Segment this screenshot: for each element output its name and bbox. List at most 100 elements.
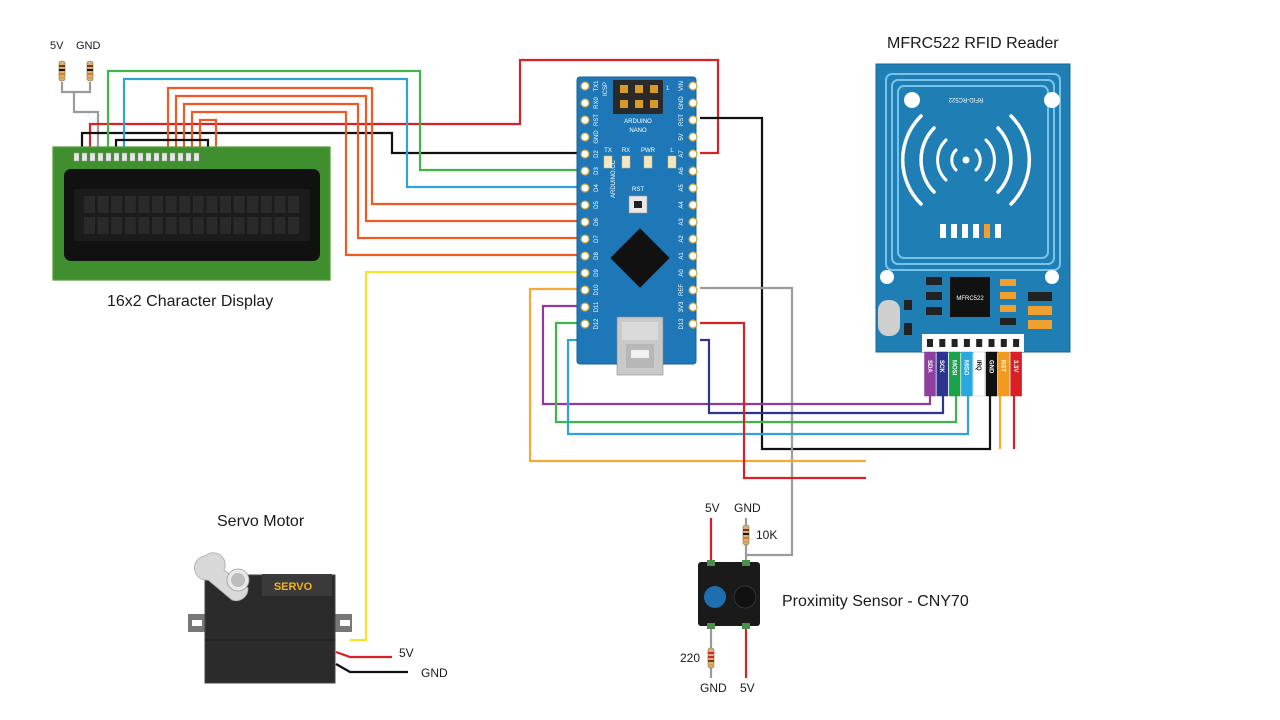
- lcd-pin: [97, 152, 104, 162]
- pin-d9: [580, 268, 590, 278]
- sensor-top-gnd-label: GND: [734, 501, 761, 515]
- icsp-pins: [620, 85, 658, 108]
- pin-d2: [580, 149, 590, 159]
- lcd-pin: [89, 152, 96, 162]
- lcd-cell: [124, 196, 136, 213]
- lcd-pin: [153, 152, 160, 162]
- mount-hole-bl: [880, 270, 894, 284]
- icsp-pin: [620, 85, 628, 93]
- pin-label: D8: [594, 252, 600, 260]
- rfid-pin-tab: [948, 351, 961, 397]
- lcd-cell: [179, 196, 191, 213]
- led: [603, 155, 613, 169]
- rfid-pin-tab: [924, 351, 936, 397]
- sensor-top-5v-label: 5V: [705, 501, 720, 515]
- led-label: L: [670, 148, 674, 154]
- pin-a2: [688, 234, 698, 244]
- icsp-pin: [650, 100, 658, 108]
- lcd-pin: [105, 152, 112, 162]
- lcd-cell: [192, 196, 204, 213]
- mount-hole-tl: [904, 92, 920, 108]
- mount-hole-tr: [1044, 92, 1060, 108]
- lcd-pin: [137, 152, 144, 162]
- pin-label: D13: [679, 318, 685, 330]
- lcd-cell: [97, 217, 109, 234]
- pin-rst: [580, 115, 590, 125]
- lcd-title: 16x2 Character Display: [107, 293, 273, 310]
- arduino-brand: ARDUINO.CC: [611, 159, 617, 198]
- rfid-pin-label: GND: [987, 360, 993, 374]
- pin-d4: [580, 183, 590, 193]
- pin-label: A4: [679, 201, 685, 209]
- pin-a4: [688, 200, 698, 210]
- wire-arduino-gnd: [700, 116, 992, 451]
- lcd-cell: [152, 196, 163, 213]
- pin-d12: [580, 319, 590, 329]
- resistor-sensor-10k: [742, 524, 750, 546]
- lcd-cell: [274, 196, 286, 213]
- rfid-pin-label: SCK: [938, 360, 944, 373]
- resistor-lcd-5v: [58, 60, 66, 82]
- pin-d7: [580, 234, 590, 244]
- pin-label: A2: [679, 235, 685, 243]
- lcd-cell: [111, 196, 123, 213]
- rfid-hole: [1000, 339, 1007, 347]
- lcd-pin: [169, 152, 176, 162]
- pin-label: 3V3: [679, 301, 685, 312]
- lcd-cell: [84, 217, 95, 234]
- wire-d4: [166, 86, 585, 206]
- rfid-hole: [976, 339, 983, 347]
- pin-gnd: [688, 98, 698, 108]
- pin-d6: [580, 217, 590, 227]
- rfid-pin-tab: [973, 351, 985, 397]
- microcontroller-chip: [610, 228, 670, 288]
- lcd-cell: [247, 196, 259, 213]
- lcd-cell: [220, 217, 231, 234]
- lcd-cell: [233, 217, 245, 234]
- sensor-detector: [733, 585, 757, 609]
- pin-label: RX0: [594, 97, 600, 109]
- rfid-pin-label: SDA: [926, 360, 932, 373]
- wire-3v3: [700, 321, 866, 480]
- pin-rx0: [580, 98, 590, 108]
- wire-lcd-contrast-2: [74, 82, 92, 94]
- rfid-hole: [927, 339, 933, 347]
- cny70-sensor: [698, 560, 760, 629]
- rfid-pin-label: MOSI: [950, 360, 956, 376]
- servo-motor: [188, 552, 352, 684]
- wire-servo-signal: [350, 270, 585, 642]
- lcd-cell: [206, 217, 218, 234]
- lcd-cell: [288, 217, 299, 234]
- pin-label: A6: [679, 167, 685, 175]
- icsp-pin: [635, 85, 643, 93]
- servo-brand: SERVO: [274, 581, 313, 593]
- pin-label: RST: [679, 114, 685, 126]
- lcd-cell: [274, 217, 286, 234]
- pin-d13: [688, 319, 698, 329]
- contactless-icon: [901, 114, 1031, 206]
- pin-vin: [688, 81, 698, 91]
- reset-label: RST: [632, 187, 644, 193]
- pin-gnd: [580, 132, 590, 142]
- led: [643, 155, 653, 169]
- lcd-pin: [185, 152, 192, 162]
- wire-lcd-gnd: [80, 131, 585, 155]
- lcd-pin: [129, 152, 136, 162]
- icsp-pin: [620, 100, 628, 108]
- servo-gnd-label: GND: [421, 666, 448, 680]
- rfid-pin-label: MISO: [963, 360, 969, 376]
- pin-d11: [580, 302, 590, 312]
- lcd-cell: [260, 217, 272, 234]
- led-label: PWR: [641, 148, 656, 154]
- pin-d8: [580, 251, 590, 261]
- lcd-pin: [73, 152, 80, 162]
- rfid-pin-tab: [998, 351, 1010, 397]
- sensor-title: Proximity Sensor - CNY70: [782, 593, 969, 610]
- pin-label: D2: [594, 150, 600, 158]
- lcd-pin: [113, 152, 120, 162]
- led-label: RX: [622, 148, 630, 154]
- wire-lcd-contrast: [60, 82, 100, 152]
- arduino-name-1: ARDUINO: [624, 119, 652, 125]
